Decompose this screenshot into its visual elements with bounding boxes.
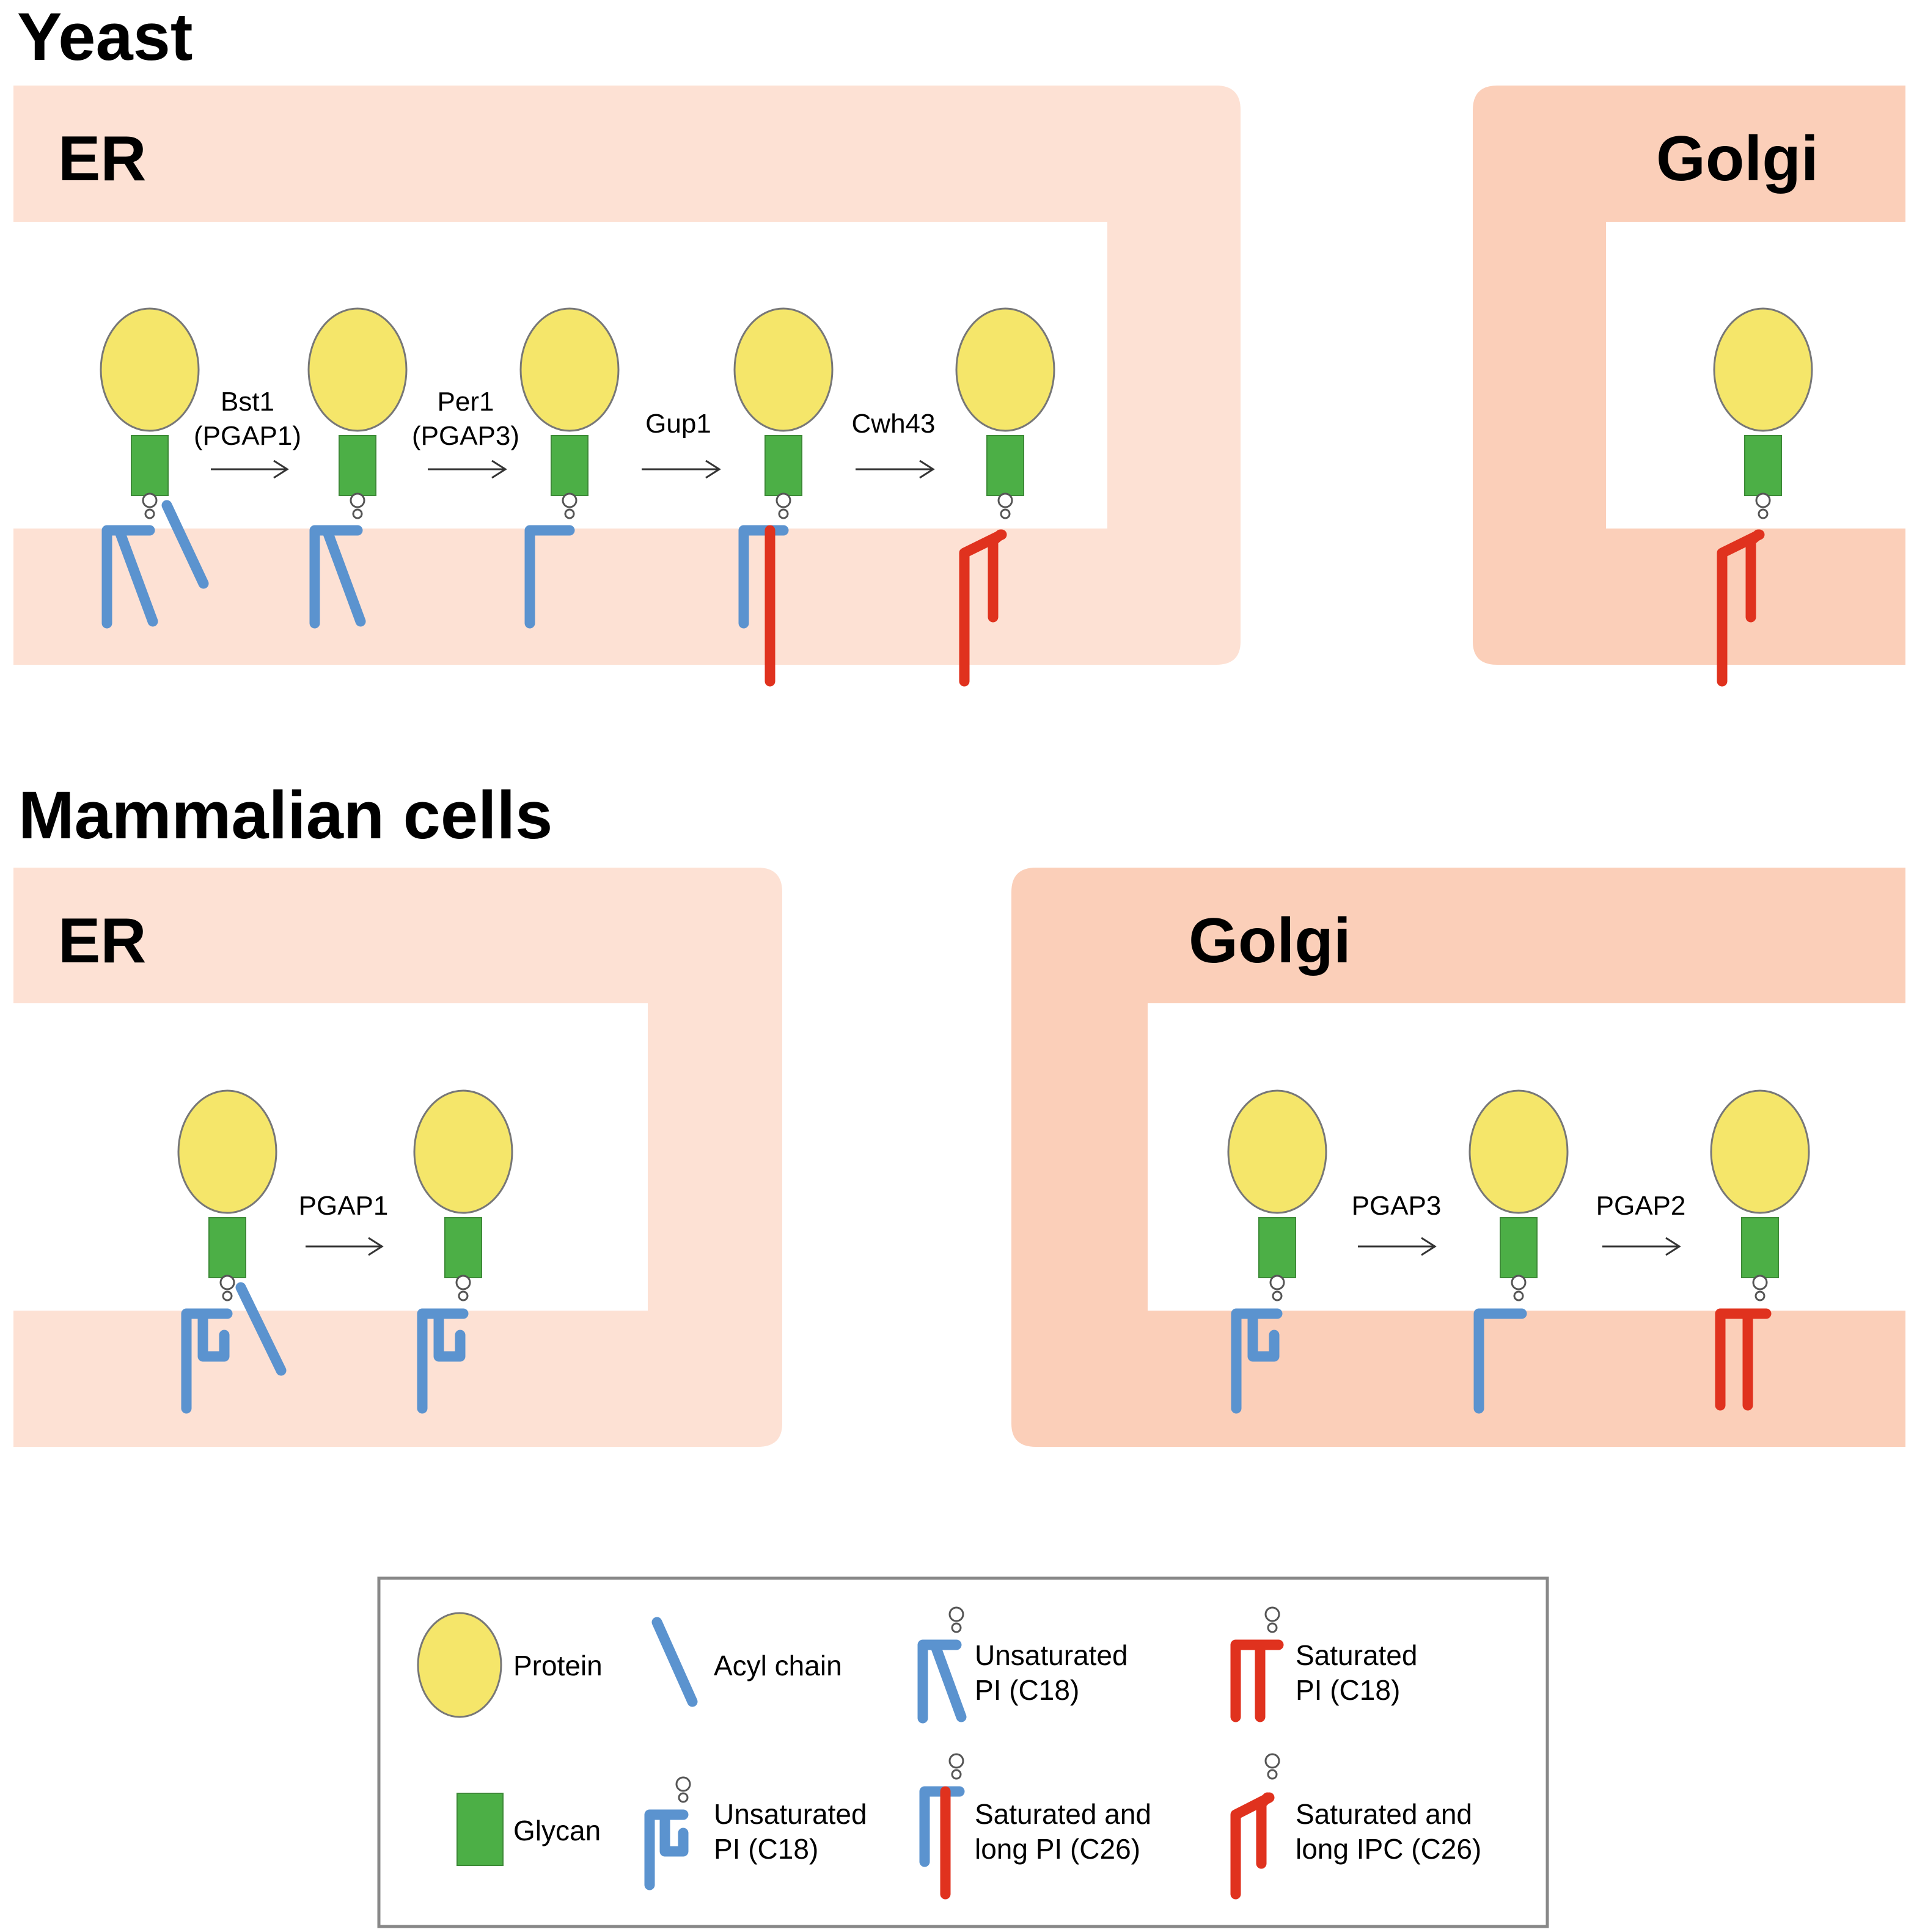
legend-saturated-long-pi-icon xyxy=(919,1753,965,1900)
gpi-protein-mammalian-golgi-3 xyxy=(1710,1089,1810,1411)
mammalian-er-label: ER xyxy=(58,906,146,976)
enzyme-label: (PGAP3) xyxy=(412,421,519,451)
yeast-golgi-membrane xyxy=(1473,86,1905,665)
legend-unsaturated-pi-a-icon xyxy=(917,1606,967,1724)
mammalian-golgi-membrane xyxy=(1011,868,1905,1447)
legend-saturated-long-ipc-line2: long IPC (C26) xyxy=(1296,1833,1481,1865)
enzyme-label: PGAP3 xyxy=(1352,1191,1442,1221)
enzyme-label: (PGAP1) xyxy=(194,421,301,451)
legend-unsaturated-pi-a-line1: Unsaturated xyxy=(975,1639,1128,1671)
enzyme-label: Per1 xyxy=(438,387,494,417)
legend-glycan-label: Glycan xyxy=(513,1815,601,1846)
legend-protein-label: Protein xyxy=(513,1650,603,1681)
mammalian-step-2: PGAP3 xyxy=(1352,1191,1442,1256)
legend-box xyxy=(377,1576,1549,1928)
mammalian-step-1: PGAP1 xyxy=(299,1191,389,1256)
legend-glycan-icon xyxy=(457,1793,504,1866)
legend-saturated-long-ipc-icon xyxy=(1230,1753,1280,1900)
section-title-yeast: Yeast xyxy=(17,0,193,75)
gpi-protein-mammalian-er-1 xyxy=(177,1089,287,1414)
gpi-protein-yeast-2 xyxy=(307,307,408,629)
legend-saturated-long-ipc-line1: Saturated and xyxy=(1296,1798,1472,1830)
section-title-mammalian: Mammalian cells xyxy=(18,778,552,853)
yeast-er-membrane xyxy=(13,86,1241,665)
gpi-protein-yeast-5 xyxy=(955,307,1055,687)
legend-acyl-chain-icon xyxy=(651,1617,698,1707)
legend-saturated-pi-line1: Saturated xyxy=(1296,1639,1417,1671)
gpi-protein-yeast-3 xyxy=(519,307,620,629)
legend: Protein Glycan Acyl chain Unsaturated PI… xyxy=(377,1576,1549,1928)
yeast-step-3: Gup1 xyxy=(642,409,721,479)
legend-protein-icon xyxy=(417,1612,502,1718)
mammalian-er-membrane xyxy=(13,868,782,1447)
legend-unsaturated-pi-a-line2: PI (C18) xyxy=(975,1674,1079,1706)
yeast-golgi-label: Golgi xyxy=(1656,123,1819,194)
legend-unsaturated-pi-b-line1: Unsaturated xyxy=(714,1798,867,1830)
legend-saturated-long-pi-line1: Saturated and xyxy=(975,1798,1151,1830)
gpi-protein-mammalian-golgi-2 xyxy=(1469,1089,1569,1414)
yeast-er-label: ER xyxy=(58,123,146,194)
legend-acyl-chain-label: Acyl chain xyxy=(714,1650,842,1681)
enzyme-label: Bst1 xyxy=(221,387,274,417)
legend-unsaturated-pi-b-line2: PI (C18) xyxy=(714,1833,818,1865)
gpi-protein-yeast-4 xyxy=(733,307,834,687)
gpi-protein-mammalian-er-2 xyxy=(413,1089,513,1414)
yeast-step-4: Cwh43 xyxy=(852,409,936,479)
gpi-protein-mammalian-golgi-1 xyxy=(1227,1089,1327,1414)
legend-saturated-long-pi-line2: long PI (C26) xyxy=(975,1833,1140,1865)
enzyme-label: PGAP2 xyxy=(1596,1191,1686,1221)
enzyme-label: PGAP1 xyxy=(299,1191,389,1221)
enzyme-label: Cwh43 xyxy=(852,409,936,439)
yeast-step-1: Bst1 (PGAP1) xyxy=(194,387,301,479)
enzyme-label: Gup1 xyxy=(645,409,711,439)
legend-saturated-pi-icon xyxy=(1230,1606,1284,1722)
gpi-protein-yeast-golgi xyxy=(1713,307,1813,687)
mammalian-golgi-label: Golgi xyxy=(1189,906,1351,976)
yeast-step-2: Per1 (PGAP3) xyxy=(412,387,519,479)
gpi-protein-yeast-1 xyxy=(100,307,209,629)
legend-unsaturated-pi-b-icon xyxy=(644,1776,691,1890)
legend-saturated-pi-line2: PI (C18) xyxy=(1296,1674,1400,1706)
mammalian-step-3: PGAP2 xyxy=(1596,1191,1686,1256)
